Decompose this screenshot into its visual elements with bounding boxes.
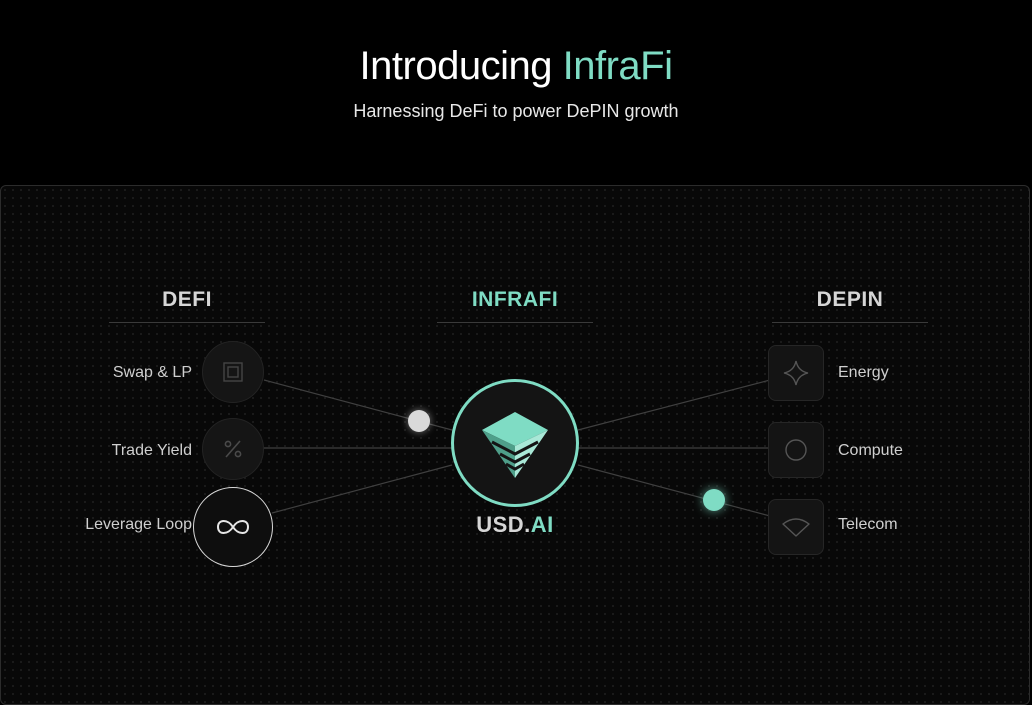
connector-telecom	[577, 464, 771, 517]
defi-item-trade-node[interactable]	[202, 418, 264, 480]
column-rule-defi	[109, 322, 265, 323]
title-prefix: Introducing	[359, 44, 553, 88]
page-title: Introducing InfraFi	[0, 44, 1032, 89]
page-subtitle: Harnessing DeFi to power DePIN growth	[353, 101, 679, 121]
defi-item-swap-node[interactable]	[202, 341, 264, 403]
depin-item-telecom-label: Telecom	[838, 516, 898, 533]
diagram-panel	[0, 185, 1030, 705]
brand-prefix: USD.	[476, 512, 531, 537]
defi-item-leverage-node[interactable]	[193, 487, 273, 567]
signal-icon	[782, 518, 810, 537]
column-header-depin: DEPIN	[816, 288, 884, 311]
depin-item-energy-label: Energy	[838, 364, 889, 381]
percent-icon	[224, 440, 242, 458]
usdai-brand: USD.AI	[440, 512, 590, 538]
square-icon	[223, 362, 243, 382]
depin-item-compute-node[interactable]	[768, 422, 824, 478]
defi-item-trade-label: Trade Yield	[111, 442, 192, 459]
column-rule-infrafi	[437, 322, 593, 323]
column-rule-depin	[772, 322, 928, 323]
connector-energy	[577, 379, 771, 431]
connector-leverage	[271, 464, 453, 514]
usdai-logo-icon	[482, 412, 548, 478]
depin-item-compute-label: Compute	[838, 442, 903, 459]
column-header-defi: DEFI	[162, 288, 212, 311]
sparkle-icon	[783, 360, 809, 386]
flow-dot-white	[408, 410, 430, 432]
defi-item-leverage-label: Leverage Loop	[85, 516, 192, 533]
flow-dot-teal	[703, 489, 725, 511]
depin-item-energy-node[interactable]	[768, 345, 824, 401]
brand-accent: AI	[530, 512, 554, 537]
title-accent: InfraFi	[562, 44, 673, 88]
usdai-hub[interactable]	[451, 379, 579, 507]
defi-item-swap-label: Swap & LP	[112, 364, 192, 381]
loop-icon	[216, 520, 250, 534]
column-header-infrafi: INFRAFI	[471, 288, 559, 311]
circle-icon	[785, 439, 807, 461]
depin-item-telecom-node[interactable]	[768, 499, 824, 555]
